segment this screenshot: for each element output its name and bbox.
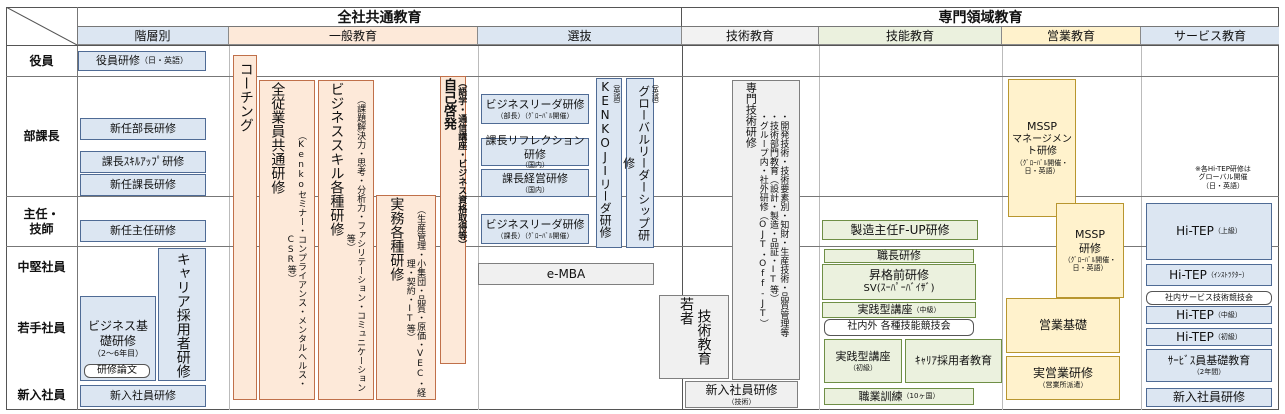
course-jissen-sho[interactable]: 実践型講座（初級） xyxy=(824,339,902,383)
course-senmon[interactable]: 専門技術研修 ・グループ内・社外研修（OJT・Off-JT） ・技術部門教育（設… xyxy=(732,80,800,380)
course-shinnyu-service[interactable]: 新入社員研修 xyxy=(1146,388,1272,407)
course-shunin[interactable]: 新任主任研修 xyxy=(80,220,206,242)
row-label-shinnyu: 新入社員 xyxy=(17,387,66,402)
category-kaisou: 階層別 xyxy=(77,27,229,45)
service-note: ※各Hi-TEP研修は グローバル開催 （日・英語） xyxy=(1195,165,1251,190)
course-keiei[interactable]: 課長経営研修（国内） xyxy=(481,169,589,197)
course-jitsumu[interactable]: 実務各種研修 （生産管理・小集団・品質・原価・VEC・経理・契約・IT等） xyxy=(376,195,436,400)
course-coaching[interactable]: コーチング xyxy=(233,55,257,400)
category-service: サービス教育 xyxy=(1141,27,1279,45)
row-label-yakuin: 役員 xyxy=(29,53,54,68)
row-label-shunin: 主任・ 技師 xyxy=(23,206,60,236)
course-shokucho[interactable]: 職長研修 xyxy=(824,249,974,263)
group-header-specialized: 専門領域教育 xyxy=(682,7,1279,27)
course-wakate-gijutsu[interactable]: 若者 技術教育 xyxy=(659,295,729,379)
category-senbatsu: 選抜 xyxy=(478,27,682,45)
course-hitep-chu[interactable]: Hi-TEP（中級） xyxy=(1146,306,1272,324)
course-jikokeihatsu[interactable]: 自己啓発 （語学・通信講座・ビジネス資格取得等） xyxy=(440,76,466,364)
course-service-kiso[interactable]: ｻｰﾋﾞｽ員基礎教育（2年間） xyxy=(1146,349,1272,382)
course-career[interactable]: キャリア採用者研修 xyxy=(158,248,206,381)
course-kacho[interactable]: 新任課長研修 xyxy=(80,174,206,196)
course-jitsugyo[interactable]: 実営業研修（営業所派遣） xyxy=(1006,356,1120,400)
course-business-skill[interactable]: ビジネススキル各種研修 （課題解決力・思考・分析力・ファシリテーション・コミュニ… xyxy=(318,80,374,400)
course-bl-kacho[interactable]: ビジネスリーダ研修（課長）（ｸﾞﾛｰﾊﾞﾙ開催） xyxy=(481,214,589,244)
course-ronbun[interactable]: 研修論文 xyxy=(84,364,150,378)
course-yakuin[interactable]: 役員研修（日・英語） xyxy=(78,51,206,71)
course-bucho[interactable]: 新任部長研修 xyxy=(80,118,206,140)
course-kacho-skill[interactable]: 課長ｽｷﾙｱｯﾌﾟ研修 xyxy=(80,151,206,173)
category-ginou: 技能教育 xyxy=(819,27,1002,45)
course-mssp-management[interactable]: MSSP マネージメント研修 （ｸﾞﾛｰﾊﾞﾙ開催・日・英語） xyxy=(1008,79,1076,217)
divider-ippan xyxy=(478,45,479,410)
course-jissen-chu[interactable]: 実践型講座（中級） xyxy=(822,302,976,318)
course-kakushu-kyougikai[interactable]: 社内外 各種技能競技会 xyxy=(824,319,974,336)
course-hitep-jo[interactable]: Hi-TEP（上級） xyxy=(1146,203,1272,260)
table-frame xyxy=(6,7,1279,410)
category-gijutsu: 技術教育 xyxy=(682,27,819,45)
course-kenkoji[interactable]: KENKOJIリーダ研修（英語） xyxy=(596,78,622,248)
course-reflection[interactable]: 課長リフレクション研修（国内） xyxy=(481,134,589,169)
group-header-common: 全社共通教育 xyxy=(77,7,682,27)
course-zenjugyoin[interactable]: 全従業員共通研修 （Kenkoセミナー・コンプライアンス・メンタルヘルス・CSR… xyxy=(259,80,315,400)
category-eigyo: 営業教育 xyxy=(1002,27,1141,45)
course-shinnyu-kaisou[interactable]: 新入社員研修 xyxy=(80,385,206,407)
course-hitep-inst[interactable]: Hi-TEP（ｲﾝｽﾄﾗｸﾀｰ） xyxy=(1146,264,1272,286)
divider-gijutsu xyxy=(819,45,820,410)
row-label-bukacho: 部課長 xyxy=(23,129,60,143)
course-career-kyouiku[interactable]: ｷｬﾘｱ採用者教育 xyxy=(905,339,1002,383)
divider-label-col xyxy=(77,7,78,410)
course-service-kyougikai[interactable]: 社内サービス技術競技会 xyxy=(1146,291,1272,305)
row-label-wakate: 若手社員 xyxy=(17,320,66,335)
divider-kaisou xyxy=(229,45,230,410)
course-eigyo-kiso[interactable]: 営業基礎 xyxy=(1006,298,1120,353)
category-ippan: 一般教育 xyxy=(229,27,478,45)
course-seizo-fup[interactable]: 製造主任F-UP研修 xyxy=(822,220,978,240)
course-shinnyu-gijutsu[interactable]: 新入社員研修（技術） xyxy=(685,381,798,408)
row-line-1 xyxy=(6,45,1279,46)
course-hitep-sho[interactable]: Hi-TEP（初級） xyxy=(1146,328,1272,346)
course-kunren[interactable]: 職業訓練（10ヶ国） xyxy=(824,388,974,405)
course-global[interactable]: グローバルリーダーシップ研修（英語） xyxy=(622,78,659,248)
divider-senbatsu xyxy=(682,45,683,410)
corner-diagonal xyxy=(6,7,77,45)
course-bl-bucho[interactable]: ビジネスリーダ研修（部長）（ｸﾞﾛｰﾊﾞﾙ開催） xyxy=(481,94,589,124)
divider-ginou xyxy=(1002,45,1003,410)
divider-eigyo xyxy=(1141,45,1142,410)
course-mssp[interactable]: MSSP 研修 （ｸﾞﾛｰﾊﾞﾙ開催・日・英語） xyxy=(1056,203,1124,298)
row-label-chuken: 中堅社員 xyxy=(17,259,66,274)
row-line-2 xyxy=(6,76,1279,77)
course-emba[interactable]: e-MBA xyxy=(478,263,654,285)
